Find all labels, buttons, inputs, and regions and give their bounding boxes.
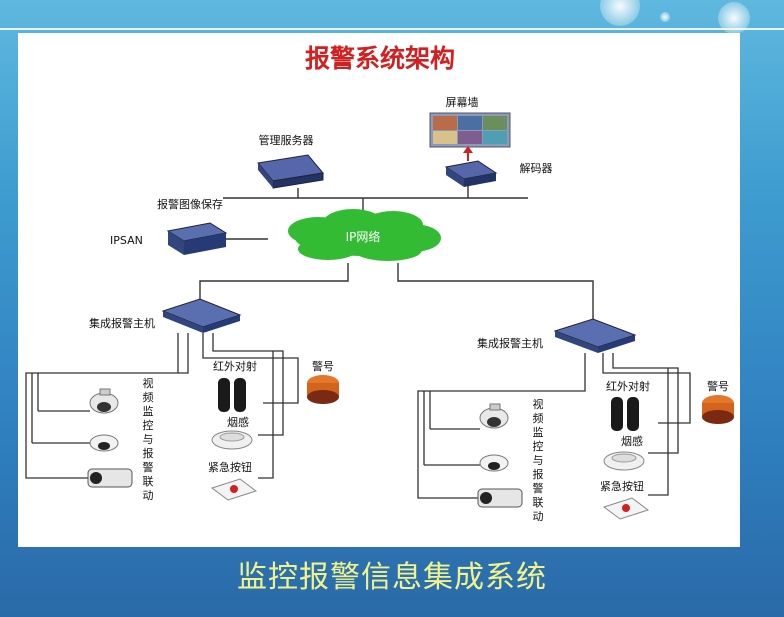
right-box-camera-icon bbox=[477, 488, 523, 508]
left-video-linkage-label: 视 频 监 控 与 报 警 联 动 bbox=[143, 376, 154, 502]
sparkle-decoration bbox=[600, 0, 640, 26]
svg-text:警: 警 bbox=[143, 460, 154, 474]
ip-network-cloud-icon bbox=[288, 209, 441, 261]
left-dome-camera-icon bbox=[89, 388, 119, 414]
svg-text:动: 动 bbox=[533, 510, 544, 523]
right-alarm-host-icon bbox=[553, 318, 637, 353]
svg-text:与: 与 bbox=[143, 433, 154, 446]
right-video-linkage-label: 视 频 监 控 与 报 警 联 动 bbox=[533, 397, 544, 523]
ipsan-label: IPSAN bbox=[110, 234, 143, 247]
right-dome-camera-icon bbox=[479, 403, 509, 429]
right-panic-button-label: 紧急按钮 bbox=[600, 479, 644, 493]
right-infrared-sensor-icon bbox=[611, 397, 639, 431]
left-infrared-label: 红外对射 bbox=[213, 359, 257, 373]
diagram-title: 报警系统架构 bbox=[305, 44, 455, 73]
left-panic-button-label: 紧急按钮 bbox=[208, 460, 252, 474]
right-infrared-label: 红外对射 bbox=[606, 379, 650, 393]
svg-text:联: 联 bbox=[143, 475, 154, 488]
right-smoke-label: 烟感 bbox=[621, 434, 643, 448]
svg-text:视: 视 bbox=[143, 376, 154, 390]
right-siren-icon bbox=[702, 395, 734, 424]
ipsan-storage-icon bbox=[166, 222, 228, 255]
svg-text:频: 频 bbox=[533, 411, 544, 425]
screen-wall-label: 屏幕墙 bbox=[446, 95, 479, 109]
screen-wall-icon bbox=[429, 112, 511, 148]
management-server-label: 管理服务器 bbox=[259, 133, 314, 147]
svg-text:控: 控 bbox=[533, 439, 544, 453]
connector-line bbox=[199, 263, 349, 301]
alarm-image-storage-label: 报警图像保存 bbox=[157, 197, 223, 211]
left-mini-dome-camera-icon bbox=[89, 434, 119, 452]
left-alarm-host-label: 集成报警主机 bbox=[89, 316, 155, 330]
svg-text:报: 报 bbox=[143, 446, 154, 460]
left-wiring bbox=[25, 333, 299, 479]
left-box-camera-icon bbox=[87, 468, 133, 488]
decoder-label: 解码器 bbox=[520, 161, 553, 175]
right-siren-label: 警号 bbox=[707, 379, 729, 393]
decoder-icon bbox=[444, 160, 498, 187]
alarm-architecture-diagram: 报警系统架构 管理服务器 屏幕墙 解码器 报警图像保存 IPSAN bbox=[25, 44, 734, 523]
right-panic-button-icon bbox=[602, 497, 650, 520]
left-infrared-sensor-icon bbox=[218, 378, 246, 412]
svg-text:报: 报 bbox=[533, 467, 544, 481]
left-siren-label: 警号 bbox=[312, 359, 334, 373]
svg-text:监: 监 bbox=[533, 426, 544, 439]
right-alarm-host-label: 集成报警主机 bbox=[477, 336, 543, 350]
left-smoke-label: 烟感 bbox=[227, 415, 249, 429]
right-mini-dome-camera-icon bbox=[479, 454, 509, 472]
svg-text:动: 动 bbox=[143, 489, 154, 502]
svg-text:频: 频 bbox=[143, 390, 154, 404]
management-server-icon bbox=[257, 154, 324, 189]
sparkle-decoration bbox=[718, 2, 750, 34]
left-alarm-host-icon bbox=[161, 298, 242, 333]
svg-text:控: 控 bbox=[143, 418, 154, 432]
left-smoke-detector-icon bbox=[211, 430, 253, 450]
right-smoke-detector-icon bbox=[603, 451, 645, 471]
left-siren-icon bbox=[307, 375, 339, 404]
svg-text:与: 与 bbox=[533, 454, 544, 467]
right-wiring bbox=[417, 353, 691, 499]
svg-text:监: 监 bbox=[143, 405, 154, 418]
ip-network-label: IP网络 bbox=[346, 229, 381, 244]
diagram-panel: 报警系统架构 管理服务器 屏幕墙 解码器 报警图像保存 IPSAN bbox=[18, 33, 740, 547]
sparkle-decoration bbox=[660, 12, 670, 22]
arrow-up-icon bbox=[463, 146, 473, 161]
svg-text:视: 视 bbox=[533, 397, 544, 411]
svg-text:联: 联 bbox=[533, 496, 544, 509]
header-divider bbox=[0, 28, 784, 30]
connector-line bbox=[397, 263, 594, 321]
svg-text:警: 警 bbox=[533, 481, 544, 495]
left-panic-button-icon bbox=[210, 478, 258, 501]
slide-caption: 监控报警信息集成系统 bbox=[237, 560, 547, 595]
